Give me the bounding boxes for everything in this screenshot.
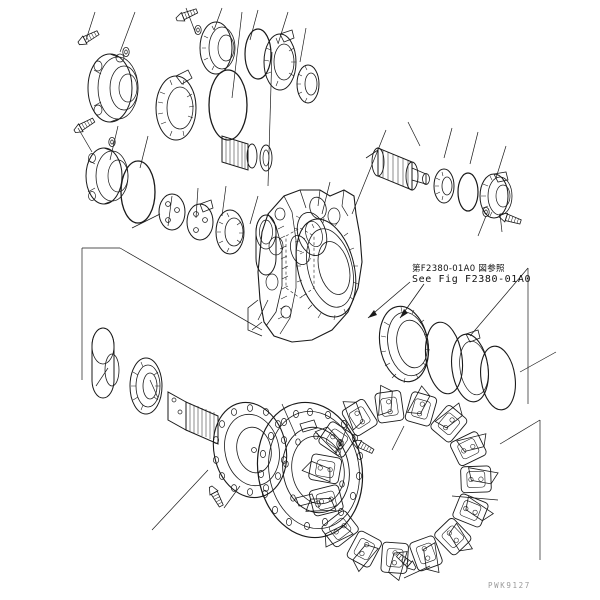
group-motor-right	[365, 147, 523, 227]
sleeve-lower-left	[91, 327, 120, 399]
seal-ring-b	[451, 329, 489, 403]
bolt-hub	[206, 484, 226, 509]
splined-hub-upper-center	[263, 29, 297, 91]
washer-upper-left-1	[122, 47, 130, 57]
sprocket-bolt-holes	[258, 408, 363, 530]
track-links	[308, 390, 492, 574]
track-shoes	[301, 384, 499, 582]
hub-flange	[212, 401, 288, 499]
plate-three-hole-a	[158, 193, 186, 231]
reference-arrows	[367, 281, 425, 319]
bearing-cage-cover	[87, 53, 139, 123]
bolt-motor-cover	[497, 210, 523, 227]
sun-gear-shaft	[221, 135, 273, 172]
group-upper-left	[76, 28, 248, 141]
axle-shaft-splined	[167, 391, 219, 445]
cover-plate-mid-left	[85, 147, 129, 205]
ring-gear-housing	[295, 217, 359, 321]
housing-teeth-left	[277, 225, 289, 320]
armature-rotor	[365, 147, 430, 191]
o-ring-motor-cover	[457, 172, 479, 212]
ring-gear-small-upper	[296, 64, 320, 104]
reference-note-japanese: 第F2380-01A0 図参照	[412, 264, 505, 274]
bearing-lower-left	[129, 357, 163, 415]
gear-cluster-housing	[290, 196, 341, 266]
group-mid-left	[72, 116, 277, 276]
o-ring-mid-left	[120, 160, 156, 224]
washer-upper-center	[194, 24, 202, 35]
main-bearing	[378, 305, 431, 384]
seal-ring-c	[480, 345, 516, 411]
washer-motor-bolt	[482, 206, 490, 218]
group-upper-center	[174, 6, 320, 104]
sprocket-ring	[256, 401, 376, 539]
group-bearing-seals	[367, 281, 516, 411]
housing-main	[247, 189, 363, 343]
sprocket-inner-holes	[283, 432, 345, 508]
roller-bearing-mid	[215, 209, 245, 255]
o-ring-upper-center	[244, 28, 272, 80]
plate-three-hole-b	[186, 199, 214, 241]
o-ring-large-upper	[208, 69, 248, 141]
hub-bolt-holes	[213, 404, 287, 496]
group-lower-left	[91, 327, 288, 509]
splined-carrier-upper	[155, 69, 197, 141]
seal-ring-a	[424, 321, 464, 395]
washer-rotor	[433, 168, 455, 204]
bearing-race-upper-center	[199, 21, 236, 75]
track-chain-assembly	[301, 384, 499, 582]
drawing-number: PWK9127	[488, 581, 531, 590]
reference-note-english: See Fig F2380-01A0	[412, 274, 532, 285]
leader-lines	[77, 7, 557, 579]
bolt-mid-left	[72, 116, 97, 136]
